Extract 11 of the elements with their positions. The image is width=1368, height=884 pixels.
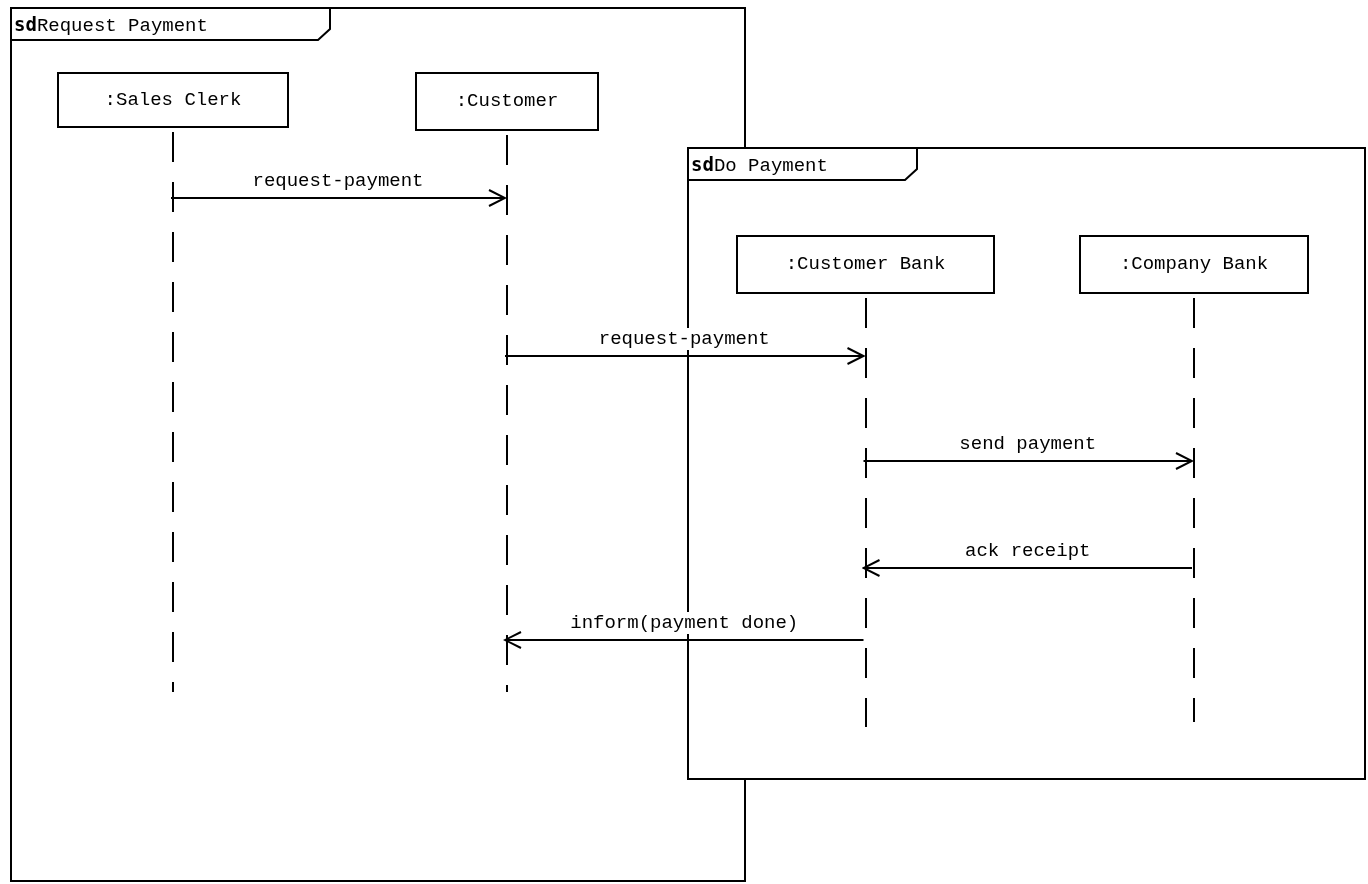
object-name: :Customer [455, 89, 559, 115]
message-arrow [862, 452, 1193, 470]
frame-title: sdRequest Payment [14, 12, 208, 39]
message-arrow [862, 559, 1193, 577]
message-arrow [504, 631, 865, 649]
object-name: :Company Bank [1119, 252, 1269, 278]
object-name: :Sales Clerk [104, 87, 242, 113]
message-arrow [170, 189, 506, 207]
frame-title: sdDo Payment [691, 152, 828, 179]
object-name: :Customer Bank [785, 252, 946, 278]
message-arrow [504, 347, 865, 365]
